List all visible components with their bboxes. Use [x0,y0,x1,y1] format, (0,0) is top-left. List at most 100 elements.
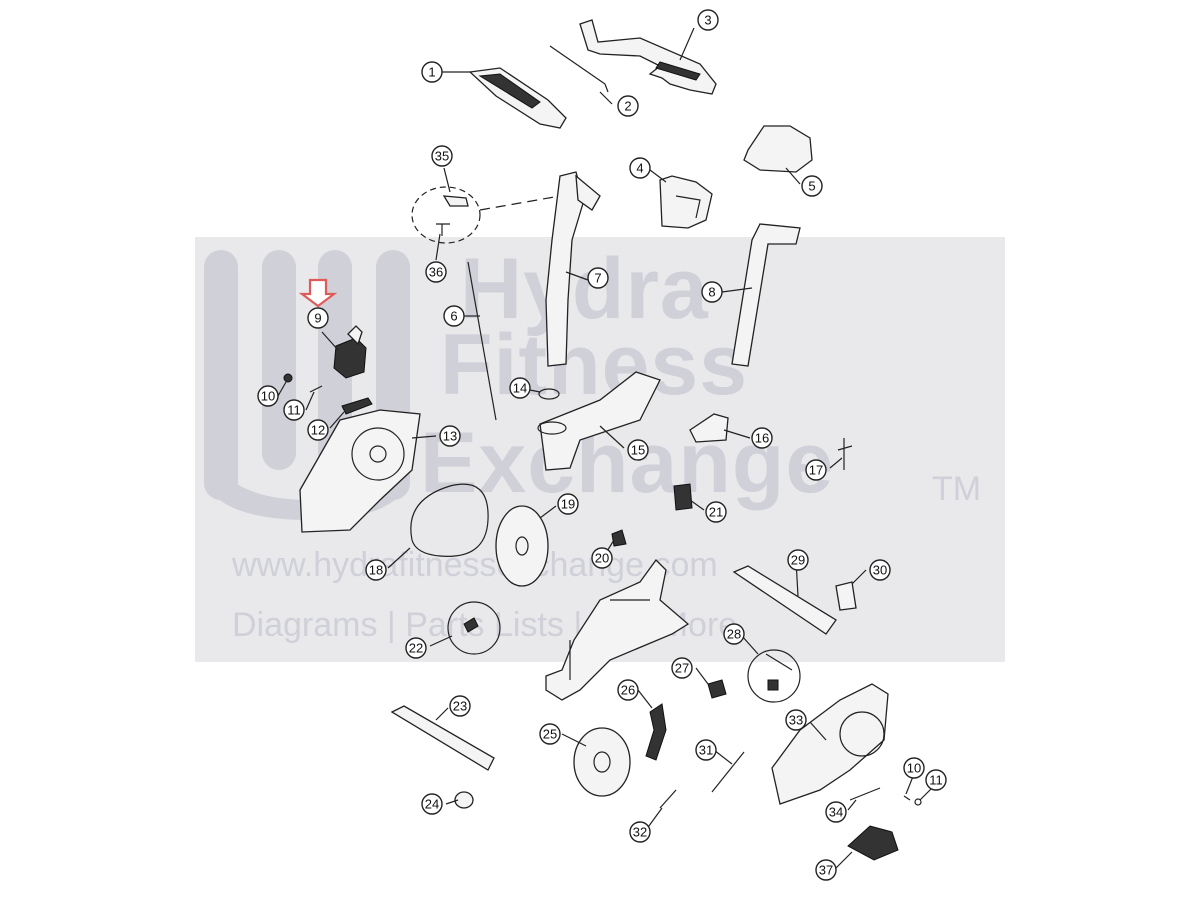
part-console [468,67,567,129]
callout-21: 21 [705,501,727,523]
callout-label: 12 [311,423,325,438]
part-32 [659,789,677,809]
part-end-cap [835,581,857,611]
part-34 [849,787,881,801]
callout-circle [629,157,651,179]
part-ring [538,388,560,400]
part-screw [309,385,323,393]
callout-label: 24 [425,797,439,812]
callout-circle [257,385,279,407]
highlight-arrow-icon [298,278,338,308]
callout-label: 17 [809,463,823,478]
callout-label: 1 [428,65,435,80]
callout-circle [825,801,847,823]
part-drive-belt [410,483,489,557]
callout-circle [421,793,443,815]
callout-label: 34 [829,805,843,820]
callout-7: 7 [587,267,609,289]
callout-circle [815,859,837,881]
callout-10: 10 [903,757,925,779]
callout-22: 22 [405,637,427,659]
callout-circle [365,559,387,581]
part-frame-cover [537,371,661,471]
part-pulley [495,505,549,587]
callout-label: 16 [755,431,769,446]
callout-label: 20 [595,551,609,566]
callout-11: 11 [283,399,305,421]
callout-label: 10 [261,389,275,404]
callout-circle [805,459,827,481]
callout-circle [617,95,639,117]
part-31 [711,751,745,793]
callout-label: 28 [727,627,741,642]
callout-label: 31 [699,743,713,758]
callout-circle [787,549,809,571]
callout-15: 15 [627,439,649,461]
callout-circle [801,175,823,197]
callout-33: 33 [785,709,807,731]
callout-label: 9 [314,311,321,326]
callout-circle [591,547,613,569]
part-37 [847,825,899,861]
callout-1: 1 [421,61,443,83]
callout-circle [449,695,471,717]
callout-3: 3 [697,9,719,31]
part-washer-right [914,798,922,806]
part-main-frame [545,559,690,701]
part-power-cord [837,438,853,470]
callout-label: 36 [429,265,443,280]
callout-circle [307,419,329,441]
watermark-tm: TM [932,470,982,508]
part-flywheel [573,727,631,797]
callout-circle [627,439,649,461]
leader-lines [277,27,935,869]
callout-26: 26 [617,679,639,701]
callout-label: 7 [594,271,601,286]
callout-label: 4 [636,161,643,176]
callout-label: 14 [513,381,527,396]
part-foot-cap [454,791,474,809]
callout-label: 37 [819,863,833,878]
callout-circle [903,757,925,779]
callout-circle [705,501,727,523]
callout-circle [421,61,443,83]
callout-circle [701,281,723,303]
part-left-shroud [299,409,421,533]
part-cable [549,45,609,93]
callout-24: 24 [421,793,443,815]
callout-circle [425,261,447,283]
part-tension-knob [333,325,367,379]
callout-label: 23 [453,699,467,714]
callout-circle [671,657,693,679]
callout-27: 27 [671,657,693,679]
part-screw-right [903,795,911,801]
part-27 [707,679,727,699]
callout-label: 15 [631,443,645,458]
callout-29: 29 [787,549,809,571]
callout-label: 33 [789,713,803,728]
callout-circle [695,739,717,761]
callout-17: 17 [805,459,827,481]
part-front-stabilizer [732,565,837,635]
part-28-kit [747,649,801,703]
watermark-line-1: Hydra [460,241,709,337]
callout-20: 20 [591,547,613,569]
callout-circle [431,145,453,167]
callout-2: 2 [617,95,639,117]
callout-4: 4 [629,157,651,179]
callout-label: 3 [704,13,711,28]
callout-9: 9 [307,307,329,329]
callout-label: 2 [624,99,631,114]
part-hardware-kit [447,601,501,655]
callout-label: 35 [435,149,449,164]
callout-25: 25 [539,723,561,745]
callout-6: 6 [443,305,465,327]
callout-circle [557,493,579,515]
callout-32: 32 [629,821,651,843]
part-brake-arm [645,703,667,761]
callout-31: 31 [695,739,717,761]
callout-5: 5 [801,175,823,197]
callout-circle [439,425,461,447]
